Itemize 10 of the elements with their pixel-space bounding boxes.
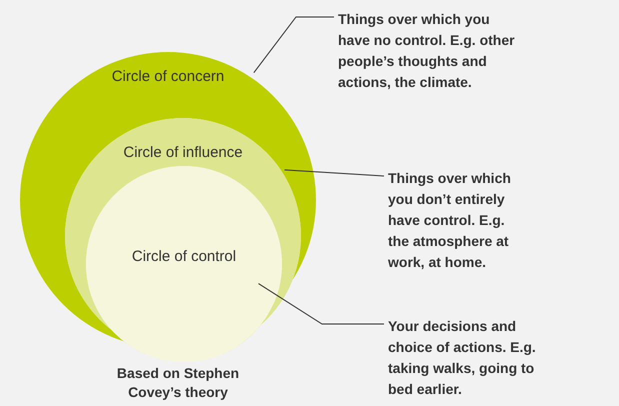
callout-text: Your decisions and choice of actions. E.g. taking walks, going to bed earlier. [388, 316, 560, 400]
callout-text: Things over which you don’t entirely have control. E.g. the atmosphere at work, at home. [388, 168, 528, 273]
circle-label: Circle of concern [110, 68, 226, 85]
leader-line [258, 283, 384, 324]
circle-label: Circle of influence [122, 144, 244, 161]
circle-label: Circle of control [130, 248, 238, 265]
leader-line [253, 16, 334, 74]
callout-text: Things over which you have no control. E.g. other people’s thoughts and actions, the climate. [338, 9, 516, 93]
leader-line [284, 169, 384, 176]
source-note: Based on Stephen Covey’s theory [116, 364, 240, 402]
